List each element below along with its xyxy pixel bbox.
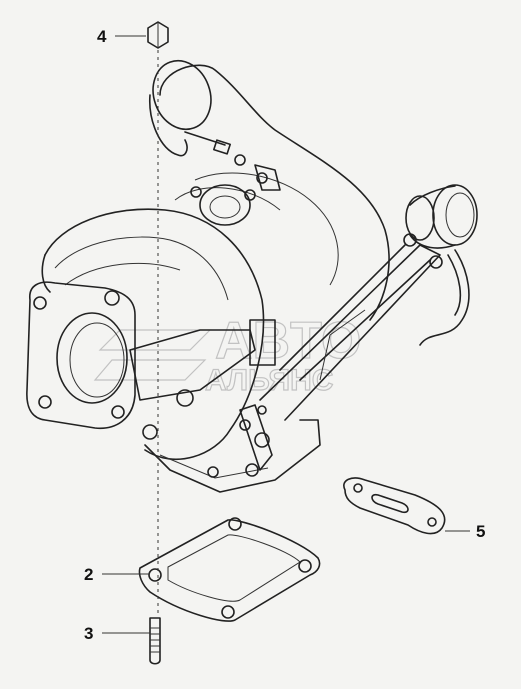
callout-2: 2 <box>84 565 93 584</box>
turbine-inlet-flange <box>144 419 321 493</box>
compressor-housing-outline <box>159 64 390 321</box>
compressor-inlet-ring <box>152 59 212 131</box>
actuator-rod <box>259 244 441 421</box>
turbocharger-body <box>26 59 478 493</box>
gasket-part-5 <box>343 477 446 535</box>
nut-part-4 <box>147 21 169 49</box>
stud-part-3 <box>149 617 161 665</box>
callout-4: 4 <box>97 27 107 46</box>
actuator-bracket <box>129 329 256 401</box>
compressor-inlet <box>149 94 188 157</box>
compressor-volute-line <box>194 172 339 286</box>
watermark-logo-icon <box>93 329 212 381</box>
callout-5: 5 <box>476 522 485 541</box>
oil-port <box>199 184 251 226</box>
turbine-outlet-bore <box>56 312 128 404</box>
turbine-outlet-flange <box>26 281 136 430</box>
actuator-hose <box>419 249 470 346</box>
callout-3: 3 <box>84 624 93 643</box>
wastegate-actuator <box>403 184 478 346</box>
flange-gasket-part-2 <box>138 517 321 622</box>
turbine-housing-outline <box>44 208 265 460</box>
mount-block <box>249 319 276 366</box>
stud <box>184 131 226 146</box>
